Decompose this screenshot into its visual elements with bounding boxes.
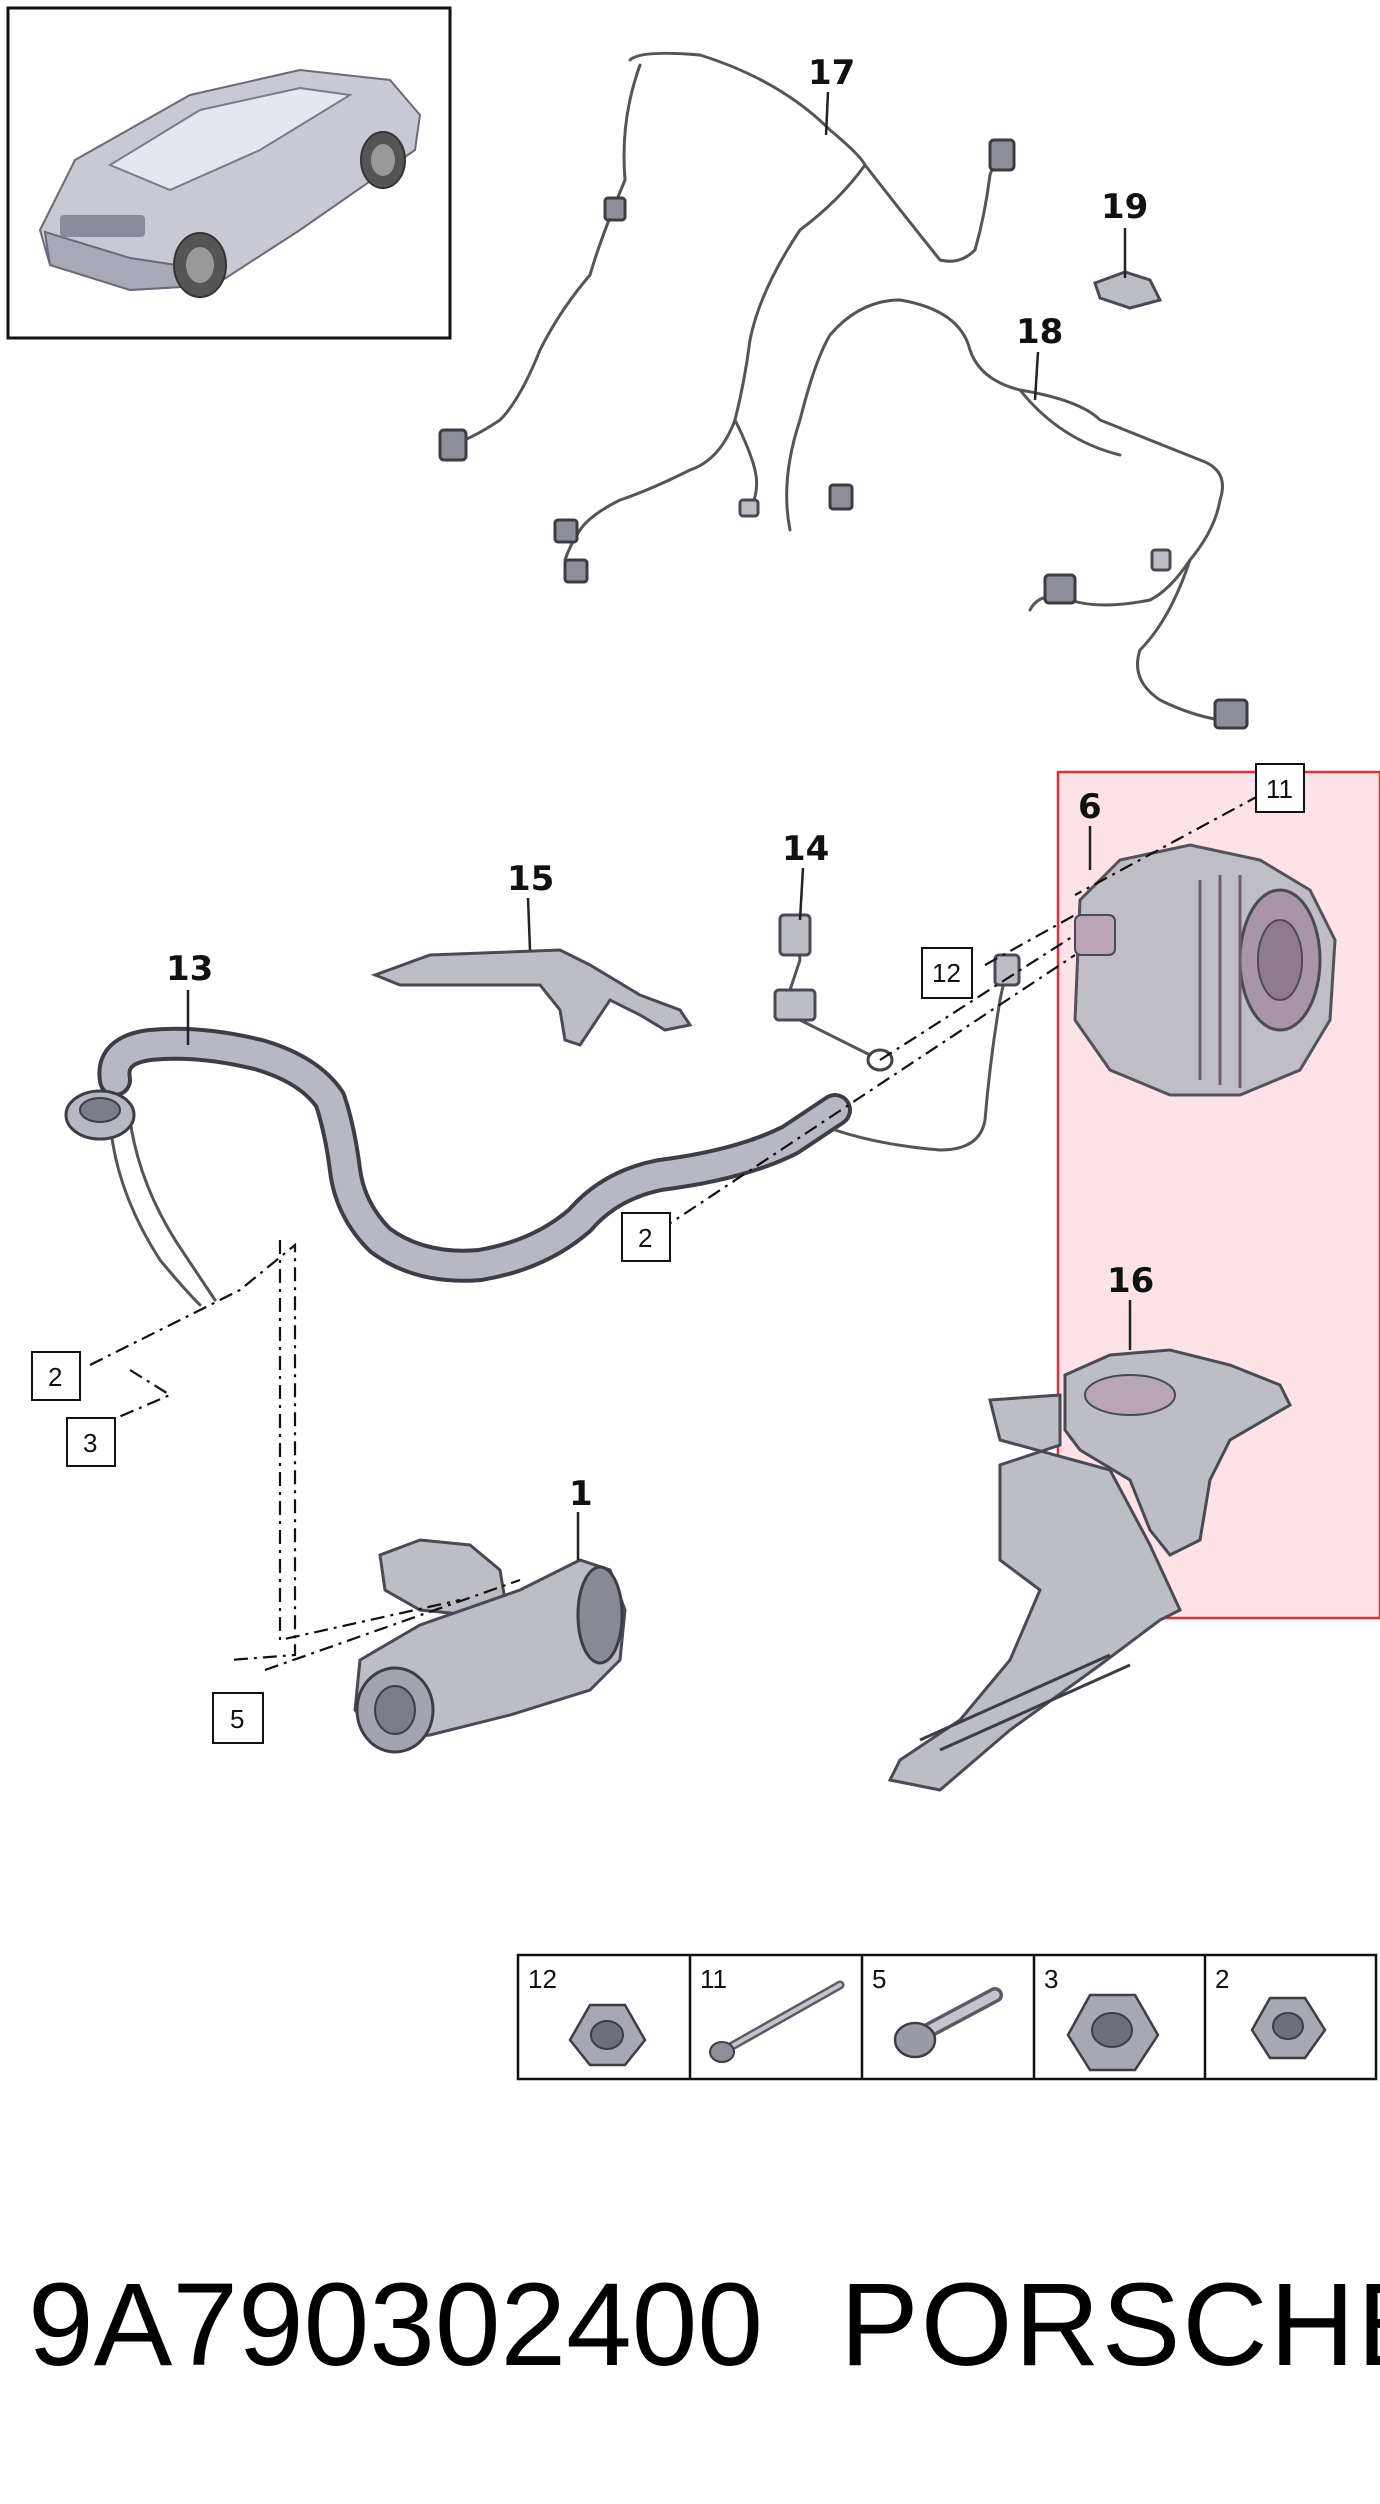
boxed-ref-3: 3 (66, 1417, 116, 1467)
boxed-ref-5: 5 (212, 1692, 264, 1744)
hardware-table: 12 11 5 3 (516, 1953, 1378, 2081)
callout-14: 14 (782, 829, 829, 869)
brand-name: PORSCHE (840, 2259, 1380, 2391)
boxed-ref-12-label: 12 (932, 958, 961, 988)
boxed-ref-2-left: 2 (31, 1351, 81, 1401)
boxed-ref-2-left-label: 2 (48, 1362, 62, 1392)
heat-shield-16 (887, 1348, 1292, 1792)
boxed-ref-2-right: 2 (621, 1212, 671, 1262)
starter-motor-1 (353, 1538, 627, 1754)
part-number: 9A790302400 (28, 2259, 763, 2391)
flange-nut-icon (568, 2003, 647, 2067)
hardware-cell-11: 11 (700, 1964, 845, 2063)
alternator-6 (1073, 843, 1337, 1097)
boxed-ref-11-label: 11 (1266, 774, 1293, 804)
callout-17: 17 (808, 53, 855, 93)
callout-16: 16 (1107, 1261, 1154, 1301)
hardware-cell-3-num: 3 (1044, 1964, 1058, 1994)
callout-19: 19 (1101, 187, 1148, 227)
callout-1: 1 (569, 1474, 593, 1514)
flange-nut-icon (1250, 1996, 1327, 2060)
callout-15: 15 (507, 859, 554, 899)
boxed-ref-12: 12 (921, 947, 973, 999)
wiring-harness-18 (785, 298, 1249, 730)
hardware-cell-5-num: 5 (872, 1964, 886, 1994)
assembly-lines (89, 794, 1261, 1672)
hardware-cell-3: 3 (1044, 1964, 1160, 2072)
car-icon (38, 68, 422, 298)
long-bolt-icon (709, 1980, 845, 2063)
callout-6: 6 (1078, 787, 1102, 827)
callout-18: 18 (1016, 312, 1063, 352)
vehicle-thumbnail (6, 6, 452, 340)
bracket-19 (1093, 270, 1163, 310)
large-flange-nut-icon (1066, 1993, 1160, 2072)
hardware-cell-5: 5 (872, 1964, 1003, 2059)
boxed-ref-2-right-label: 2 (638, 1223, 652, 1253)
hardware-cell-12-num: 12 (528, 1964, 557, 1994)
hardware-cell-2: 2 (1215, 1964, 1327, 2060)
bracket-15 (370, 948, 693, 1047)
wiring-harness-17 (438, 51, 1016, 584)
callout-13: 13 (166, 949, 213, 989)
battery-cable-13 (64, 953, 1021, 1307)
bolt-icon (893, 1987, 1003, 2059)
hardware-cell-11-num: 11 (700, 1964, 727, 1994)
hardware-cell-2-num: 2 (1215, 1964, 1229, 1994)
ground-cable-14 (773, 913, 894, 1072)
boxed-ref-5-label: 5 (230, 1704, 244, 1734)
boxed-ref-3-label: 3 (83, 1428, 97, 1458)
hardware-cell-12: 12 (528, 1964, 647, 2067)
boxed-ref-11: 11 (1255, 763, 1305, 813)
